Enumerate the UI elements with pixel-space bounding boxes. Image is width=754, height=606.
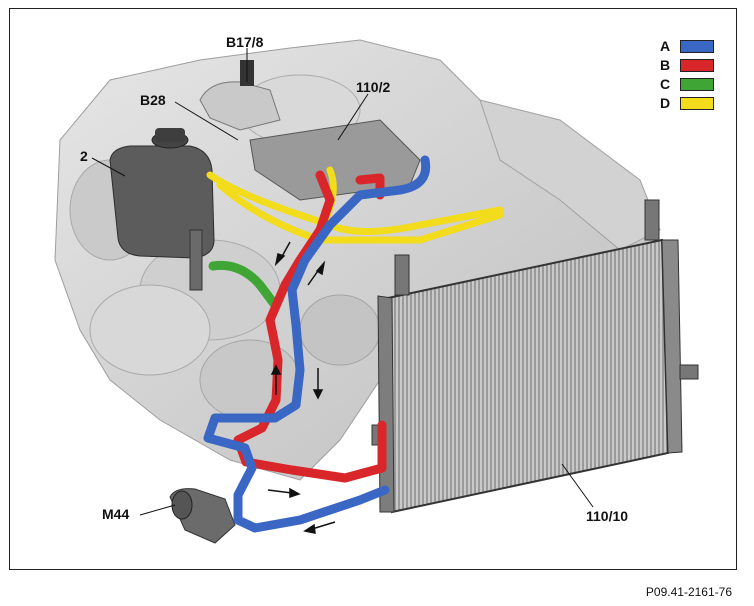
legend-swatch [680, 96, 714, 110]
legend-key: A [660, 38, 671, 54]
engine-block [54, 39, 661, 481]
flow-arrows [267, 241, 336, 534]
legend-item-c: C [660, 76, 714, 92]
green-line-c [208, 260, 280, 310]
legend-item-b: B [660, 57, 714, 73]
label-2: 2 [80, 148, 88, 164]
radiator-110-10 [371, 199, 699, 514]
legend-key: D [660, 95, 671, 111]
label-110-10: 110/10 [586, 508, 629, 524]
legend-item-d: D [660, 95, 714, 111]
legend-swatch [680, 58, 714, 72]
label-m44: M44 [102, 506, 130, 522]
label-110-2: 110/2 [356, 79, 391, 95]
legend-key: B [660, 57, 671, 73]
legend-swatch [680, 77, 714, 91]
label-b28: B28 [140, 92, 166, 108]
legend-swatch [680, 39, 714, 53]
legend-key: C [660, 76, 671, 92]
reference-code: P09.41-2161-76 [645, 585, 732, 599]
leader-lines [91, 48, 594, 516]
label-b17-8: B17/8 [226, 34, 264, 50]
blue-line-a [203, 155, 431, 533]
pump-m44 [169, 488, 236, 544]
legend-item-a: A [660, 38, 714, 54]
expansion-tank [109, 128, 215, 291]
